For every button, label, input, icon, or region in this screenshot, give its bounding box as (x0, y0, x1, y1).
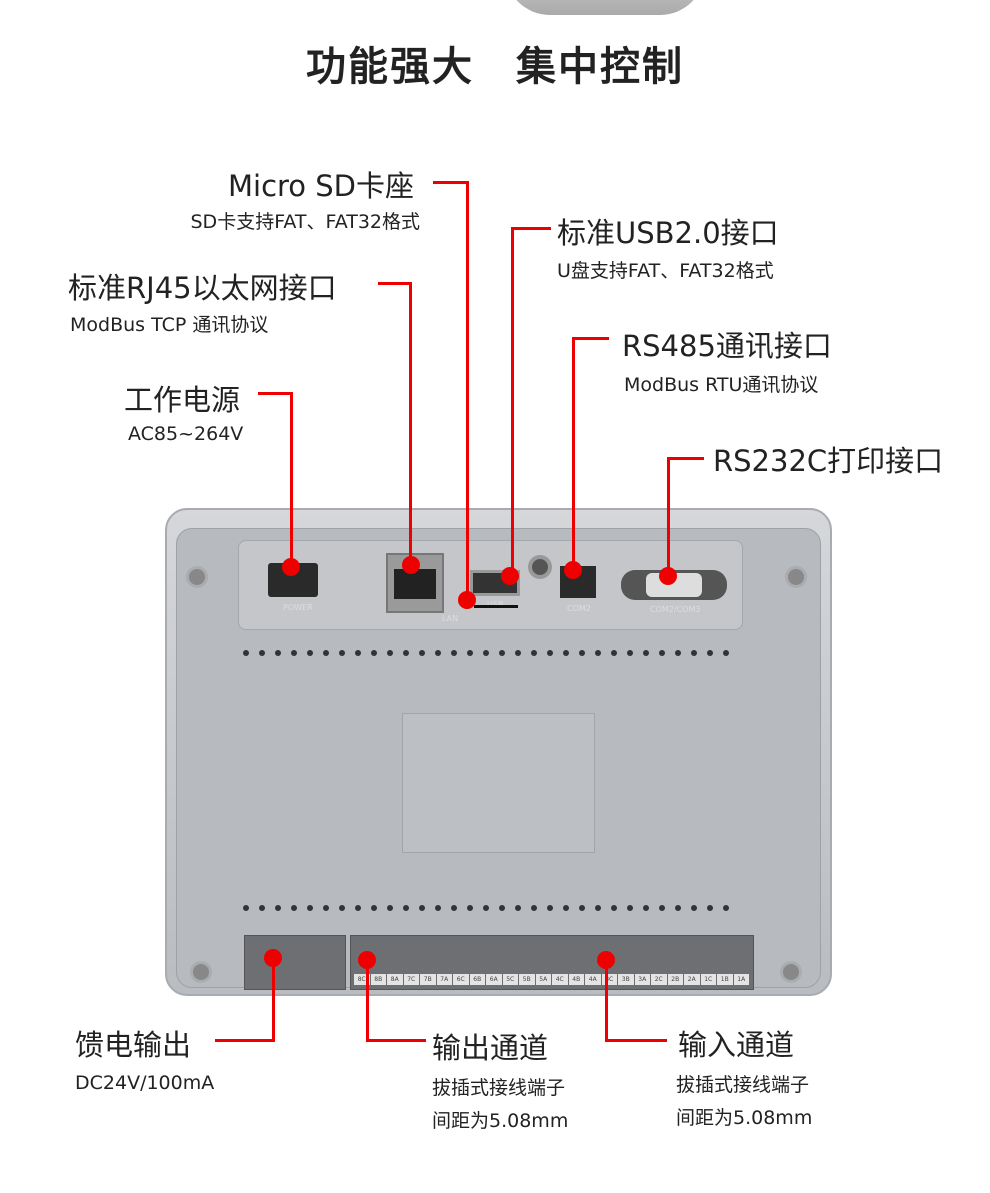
page-title: 功能强大 集中控制 (306, 44, 684, 90)
terminal-label: 8A (387, 974, 403, 985)
terminal-label: 6B (469, 974, 485, 985)
input-title: 输入通道 (678, 1028, 795, 1062)
leader-line (409, 282, 412, 566)
com2-label: COM2 (567, 604, 591, 613)
feed-terminal-block (244, 935, 346, 990)
terminal-label: 5C (502, 974, 518, 985)
device-top-edge (505, 0, 705, 15)
callout-dot (282, 558, 300, 576)
microsd-sub: SD卡支持FAT、FAT32格式 (190, 211, 421, 233)
terminal-label: 5A (535, 974, 551, 985)
input-sub2: 间距为5.08mm (676, 1107, 813, 1129)
terminal-label: 8B (370, 974, 386, 985)
leader-line (511, 227, 514, 577)
terminal-label: 6C (453, 974, 469, 985)
lan-label: LAN (442, 614, 459, 623)
leader-line (272, 958, 275, 1042)
rs232-title: RS232C打印接口 (713, 444, 944, 478)
audio-jack (528, 555, 552, 579)
feed-sub: DC24V/100mA (75, 1072, 215, 1094)
terminal-label: 3B (618, 974, 634, 985)
vent-row (243, 650, 729, 656)
terminal-label: 7C (403, 974, 419, 985)
leader-line (668, 457, 704, 460)
microsd-title: Micro SD卡座 (227, 169, 414, 203)
callout-dot (264, 949, 282, 967)
terminal-label: 8C (354, 974, 370, 985)
terminal-label: 4A (585, 974, 601, 985)
terminal-label: 2A (684, 974, 700, 985)
rj45-port (386, 553, 444, 613)
leader-line (667, 457, 670, 577)
terminal-label: 7B (420, 974, 436, 985)
terminal-label: 7A (436, 974, 452, 985)
rj45-title: 标准RJ45以太网接口 (68, 271, 337, 305)
output-sub2: 间距为5.08mm (432, 1110, 569, 1132)
feed-title: 馈电输出 (75, 1028, 192, 1062)
terminal-label: 2B (667, 974, 683, 985)
usb-sub: U盘支持FAT、FAT32格式 (557, 260, 774, 282)
terminal-label: 5B (519, 974, 535, 985)
leader-line (573, 337, 609, 340)
leader-line (572, 337, 575, 571)
output-sub1: 拔插式接线端子 (432, 1077, 566, 1099)
callout-dot (659, 567, 677, 585)
callout-dot (564, 561, 582, 579)
rs485-title: RS485通讯接口 (622, 329, 832, 363)
screw-hole (190, 961, 212, 983)
terminal-label: 3C (601, 974, 617, 985)
callout-dot (597, 951, 615, 969)
output-title: 输出通道 (432, 1031, 549, 1065)
leader-line (511, 227, 551, 230)
callout-dot (402, 556, 420, 574)
usb-port (470, 570, 520, 596)
input-sub1: 拔插式接线端子 (676, 1074, 810, 1096)
screw-hole (785, 566, 807, 588)
rj45-sub: ModBus TCP 通讯协议 (70, 314, 269, 336)
power-label: POWER (283, 603, 313, 612)
terminal-label: 3A (634, 974, 650, 985)
usb-label: USB (487, 600, 503, 609)
leader-line (215, 1039, 275, 1042)
rs485-sub: ModBus RTU通讯协议 (624, 374, 819, 396)
usb-title: 标准USB2.0接口 (557, 216, 779, 250)
callout-dot (458, 591, 476, 609)
terminal-label: 2C (651, 974, 667, 985)
terminal-label: 4C (552, 974, 568, 985)
terminal-label: 1C (700, 974, 716, 985)
com23-label: COM2/COM3 (650, 605, 701, 614)
leader-line (366, 1039, 426, 1042)
leader-line (258, 392, 292, 395)
leader-line (366, 960, 369, 1042)
screw-hole (780, 961, 802, 983)
label-plate (402, 713, 595, 853)
power-sub: AC85~264V (128, 423, 244, 445)
leader-line (605, 960, 608, 1042)
leader-line (290, 392, 293, 568)
power-title: 工作电源 (124, 383, 241, 417)
leader-line (378, 282, 412, 285)
terminal-label: 4B (568, 974, 584, 985)
leader-line (605, 1039, 667, 1042)
callout-dot (501, 567, 519, 585)
terminal-label: 6A (486, 974, 502, 985)
callout-dot (358, 951, 376, 969)
terminal-label: 1B (717, 974, 733, 985)
screw-hole (186, 566, 208, 588)
leader-line (433, 181, 469, 184)
leader-line (466, 181, 469, 601)
vent-row (243, 905, 729, 911)
sd-slot (474, 605, 518, 608)
terminal-label: 1A (733, 974, 749, 985)
